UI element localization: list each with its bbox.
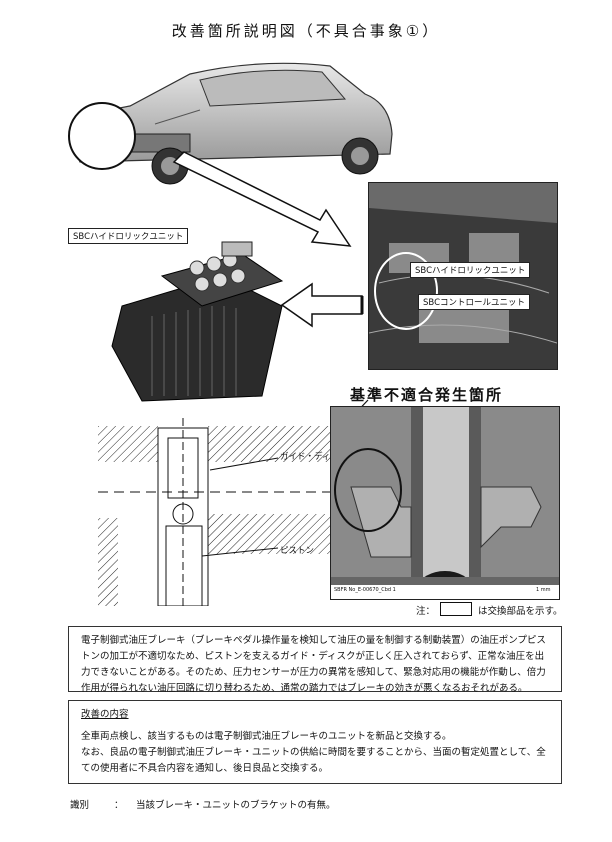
- page-title: 改善箇所説明図（不具合事象①）: [171, 22, 441, 40]
- unit-label: SBCハイドロリックユニット: [68, 228, 189, 244]
- improvement-box: 改善の内容 全車両点検し、該当するものは電子制御式油圧ブレーキのユニットを新品と…: [68, 700, 562, 784]
- improvement-line-1: 全車両点検し、該当するものは電子制御式油圧ブレーキのユニットを新品と交換する。: [81, 731, 452, 742]
- micrograph-highlight-circle: [334, 448, 402, 532]
- identification-colon: ：: [114, 800, 124, 811]
- identification-text: 当該ブレーキ・ユニットのブラケットの有無。: [136, 800, 336, 811]
- guide-disk-label: ガイド・ディスク: [280, 452, 348, 462]
- legend-note-suffix: は交換部品を示す。: [478, 606, 563, 617]
- arrow-to-unit-icon: [278, 280, 370, 330]
- piston-label: ピストン: [280, 546, 315, 556]
- improvement-line-2: なお、良品の電子制御式油圧ブレーキ・ユニットの供給に時間を要することから、当面の…: [81, 747, 546, 774]
- engine-bay-label-control: SBCコントロールユニット: [418, 294, 531, 310]
- legend-note-prefix: 注：: [416, 606, 436, 617]
- car-illustration: [60, 44, 400, 194]
- engine-bay-label-hydraulic: SBCハイドロリックユニット: [410, 262, 531, 278]
- cross-section-diagram: [98, 418, 330, 607]
- micrograph-caption: SBFR No_E-00670_Cbd 1: [334, 587, 396, 593]
- arrow-to-engine-bay-icon: [170, 150, 380, 260]
- description-box: 電子制御式油圧ブレーキ（ブレーキペダル操作量を検知して油圧の量を制御する制動装置…: [68, 626, 562, 694]
- legend-swatch: [440, 602, 472, 616]
- highlight-circle: [68, 102, 136, 170]
- identification-label: 識別: [70, 800, 90, 811]
- engine-bay-highlight-circle: [374, 252, 438, 330]
- hydraulic-unit-photo: [102, 236, 292, 406]
- micrograph-scale: 1 mm: [536, 587, 551, 593]
- defect-heading: 基準不適合発生箇所: [350, 386, 504, 404]
- improvement-heading: 改善の内容: [81, 709, 129, 720]
